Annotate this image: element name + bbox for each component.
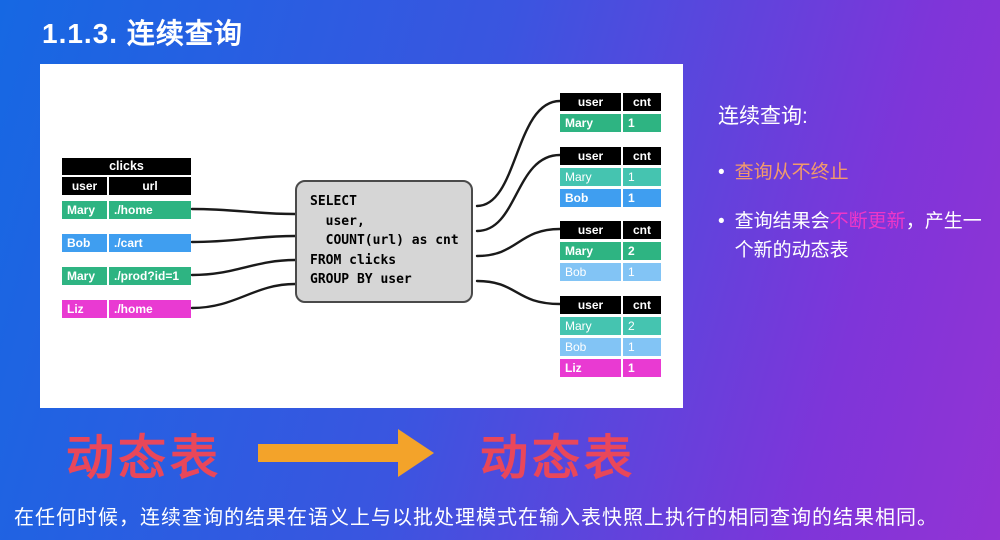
connector-line (190, 234, 297, 244)
connector-line (475, 227, 562, 258)
result-cell-user: Mary (560, 317, 621, 335)
result-table-3: user cnt Mary 2 Bob 1 (560, 221, 662, 284)
clicks-table-title: clicks (62, 158, 191, 175)
result-cell-cnt: 1 (623, 263, 661, 281)
clicks-cell-user: Liz (62, 300, 107, 318)
clicks-row: Mary ./prod?id=1 (62, 267, 191, 285)
clicks-cell-url: ./home (109, 300, 191, 318)
bullet-item-2: • 查询结果会不断更新，产生一个新的动态表 (718, 207, 986, 265)
clicks-cell-user: Mary (62, 201, 107, 219)
clicks-header-url: url (109, 177, 191, 195)
result-header-cnt: cnt (623, 93, 661, 111)
result-header-user: user (560, 147, 621, 165)
result-cell-cnt: 1 (623, 168, 661, 186)
sql-line: SELECT (310, 194, 357, 209)
sql-line: FROM clicks (310, 252, 397, 268)
connector-line (190, 282, 297, 310)
clicks-cell-user: Bob (62, 234, 107, 252)
dynamic-table-label-right: 动态表 (480, 432, 637, 485)
bottom-note: 在任何时候，连续查询的结果在语义上与以批处理模式在输入表快照上执行的相同查询的结… (14, 507, 938, 529)
clicks-row: Bob ./cart (62, 234, 191, 252)
result-cell-cnt: 1 (623, 338, 661, 356)
result-row: Mary 1 (560, 114, 662, 132)
result-cell-user: Bob (560, 263, 621, 281)
clicks-cell-url: ./prod?id=1 (109, 267, 191, 285)
slide-title: 1.1.3. 连续查询 (42, 18, 243, 49)
connector-line (190, 207, 297, 216)
bullet2-post: ，产生一个新的动态表 (734, 211, 982, 261)
connector-line (475, 153, 562, 233)
notes-heading: 连续查询: (718, 105, 808, 128)
bullet-dot: • (718, 211, 725, 232)
connector-line (475, 279, 562, 306)
result-header-user: user (560, 93, 621, 111)
result-header-row: user cnt (560, 93, 662, 111)
clicks-cell-user: Mary (62, 267, 107, 285)
bullet2-pre: 查询结果会 (734, 211, 830, 232)
result-cell-user: Liz (560, 359, 621, 377)
result-header-row: user cnt (560, 221, 662, 239)
diagram-panel: clicks user url Mary ./home Bob ./cart M… (40, 64, 683, 408)
result-cell-cnt: 2 (623, 317, 661, 335)
result-header-cnt: cnt (623, 147, 661, 165)
sql-line: COUNT(url) as cnt (310, 233, 459, 248)
result-cell-cnt: 1 (623, 359, 661, 377)
result-header-cnt: cnt (623, 296, 661, 314)
dynamic-table-label-left: 动态表 (66, 432, 223, 485)
result-row: Bob 1 (560, 263, 662, 281)
result-cell-user: Mary (560, 114, 621, 132)
result-row: Mary 2 (560, 242, 662, 260)
sql-query-box: SELECT user, COUNT(url) as cnt FROM clic… (295, 180, 473, 303)
result-header-user: user (560, 296, 621, 314)
connector-line (475, 99, 562, 208)
sql-line: user, (310, 213, 365, 229)
bullet1-text: 查询从不终止 (734, 162, 849, 183)
result-cell-user: Mary (560, 242, 621, 260)
clicks-cell-url: ./cart (109, 234, 191, 252)
result-row: Bob 1 (560, 338, 662, 356)
bullet-item-1: • 查询从不终止 (718, 158, 986, 187)
bullet2-text: 查询结果会不断更新，产生一个新的动态表 (735, 207, 986, 265)
result-row: Mary 1 (560, 168, 662, 186)
result-cell-user: Mary (560, 168, 621, 186)
bullet2-highlight: 不断更新 (829, 211, 906, 232)
clicks-row: Mary ./home (62, 201, 191, 219)
notes-panel: 连续查询: • 查询从不终止 • 查询结果会不断更新，产生一个新的动态表 (718, 100, 986, 285)
result-table-1: user cnt Mary 1 (560, 93, 662, 135)
bullet-dot: • (718, 162, 725, 183)
result-cell-user: Bob (560, 189, 621, 207)
result-cell-cnt: 1 (623, 114, 661, 132)
result-header-cnt: cnt (623, 221, 661, 239)
result-row: Bob 1 (560, 189, 662, 207)
clicks-header-user: user (62, 177, 107, 195)
result-row: Liz 1 (560, 359, 662, 377)
result-header-user: user (560, 221, 621, 239)
clicks-table: clicks user url Mary ./home Bob ./cart M… (62, 158, 191, 333)
right-arrow-icon (258, 429, 434, 477)
connector-line (190, 258, 297, 277)
result-header-row: user cnt (560, 147, 662, 165)
result-cell-user: Bob (560, 338, 621, 356)
clicks-header-row: user url (62, 177, 191, 195)
result-row: Mary 2 (560, 317, 662, 335)
result-cell-cnt: 1 (623, 189, 661, 207)
result-table-4: user cnt Mary 2 Bob 1 Liz 1 (560, 296, 662, 380)
sql-line: GROUP BY user (310, 272, 412, 287)
result-table-2: user cnt Mary 1 Bob 1 (560, 147, 662, 210)
clicks-row: Liz ./home (62, 300, 191, 318)
result-header-row: user cnt (560, 296, 662, 314)
clicks-cell-url: ./home (109, 201, 191, 219)
result-cell-cnt: 2 (623, 242, 661, 260)
